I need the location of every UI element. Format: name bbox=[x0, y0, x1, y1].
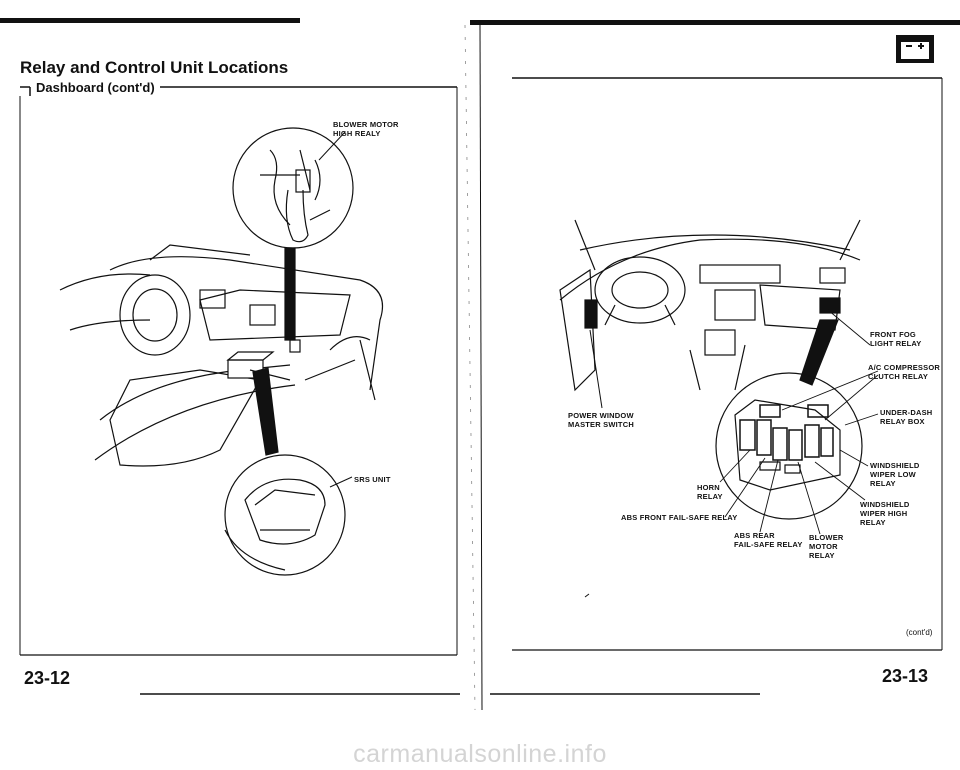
page-number-left: 23-12 bbox=[24, 668, 71, 688]
page-number-right: 23-13 bbox=[882, 666, 929, 686]
label-blower-motor-high-relay: BLOWER MOTOR HIGH REALY bbox=[333, 120, 399, 138]
left-dashboard-drawing bbox=[59, 127, 384, 576]
label-abs-front-fail-safe-relay: ABS FRONT FAIL-SAFE RELAY bbox=[621, 513, 738, 522]
continued-note: (cont'd) bbox=[906, 628, 933, 637]
label-front-fog-light-relay: FRONT FOG LIGHT RELAY bbox=[870, 330, 922, 348]
watermark: carmanualsonline.info bbox=[353, 740, 607, 768]
label-windshield-wiper-low-relay: WINDSHIELD WIPER LOW RELAY bbox=[870, 461, 920, 488]
label-power-window-master-switch: POWER WINDOW MASTER SWITCH bbox=[568, 411, 634, 429]
label-ac-compressor-clutch-relay: A/C COMPRESSOR CLUTCH RELAY bbox=[868, 363, 940, 381]
label-under-dash-relay-box: UNDER-DASH RELAY BOX bbox=[880, 408, 933, 426]
section-heading: Dashboard (cont'd) bbox=[36, 80, 155, 95]
page-title: Relay and Control Unit Locations bbox=[20, 58, 289, 77]
battery-icon bbox=[896, 35, 934, 63]
label-abs-rear-fail-safe-relay: ABS REAR FAIL-SAFE RELAY bbox=[734, 531, 803, 549]
right-dashboard-drawing bbox=[559, 219, 879, 598]
label-srs-unit: SRS UNIT bbox=[354, 475, 391, 484]
label-blower-motor-relay: BLOWER MOTOR RELAY bbox=[809, 533, 844, 560]
label-horn-relay: HORN RELAY bbox=[697, 483, 723, 501]
label-windshield-wiper-high-relay: WINDSHIELD WIPER HIGH RELAY bbox=[860, 500, 910, 527]
